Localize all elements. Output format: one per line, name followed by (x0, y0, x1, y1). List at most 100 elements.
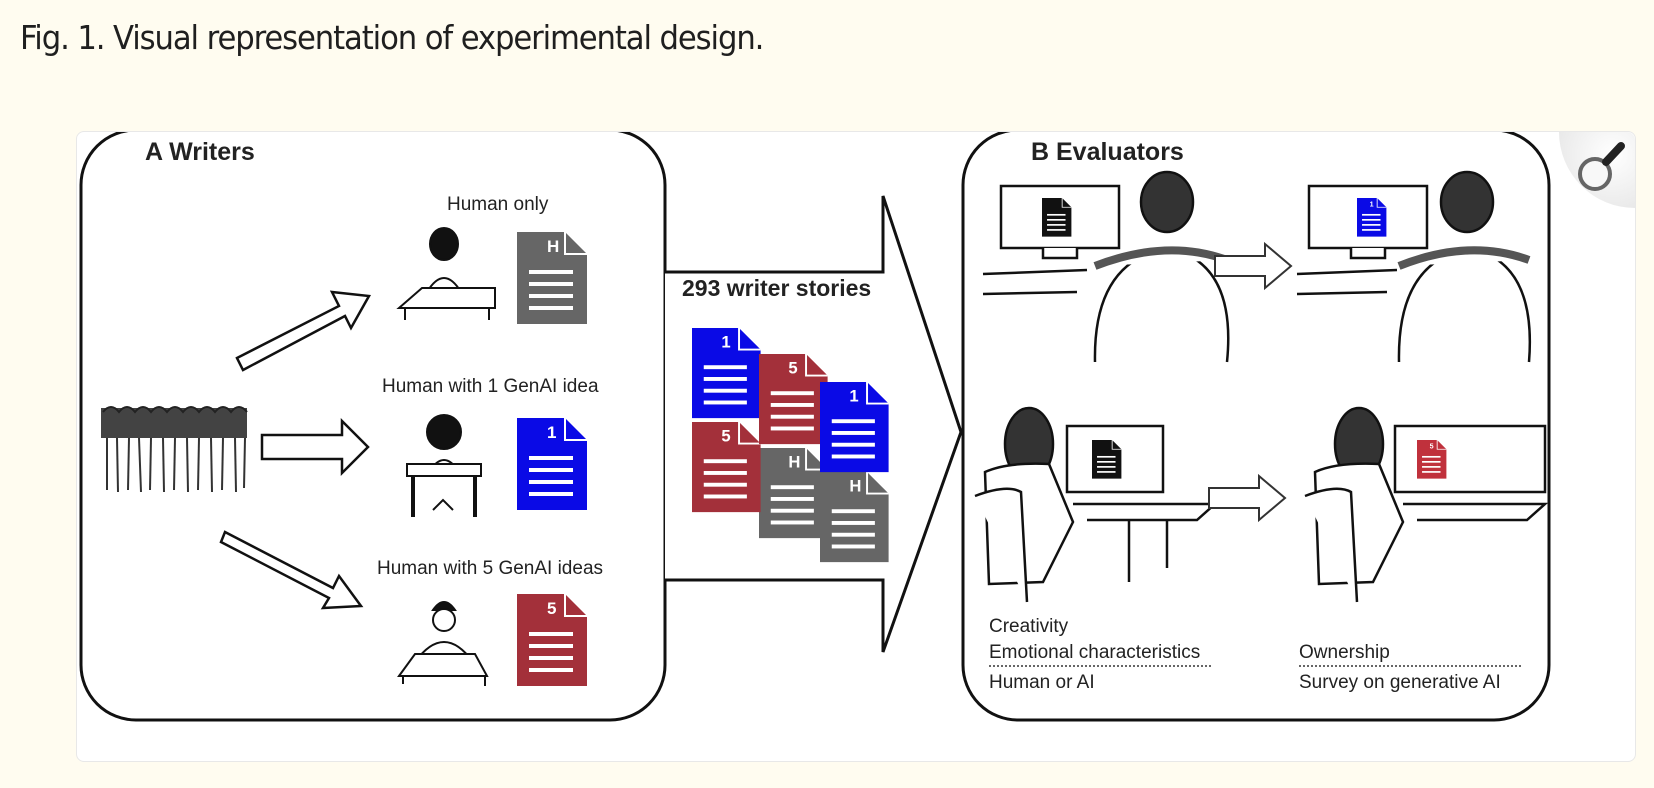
doc-1-fold (564, 418, 587, 441)
doc-0-badge: H (547, 237, 559, 256)
stack-doc-0-body (692, 328, 761, 419)
stack-doc-3-badge: 5 (721, 427, 730, 446)
doc-1-badge: 1 (547, 423, 556, 442)
measure-creativity: Creativity (989, 616, 1069, 637)
arrow-to-1-idea (260, 417, 370, 477)
evaluator-top-right (1296, 170, 1532, 363)
stack-doc-5-line (831, 521, 875, 525)
screenB2-line (1097, 461, 1116, 463)
stack-doc-3-line (703, 482, 747, 487)
stack-doc-0-line (703, 365, 747, 370)
doc-1-line (529, 468, 573, 472)
stack-doc-2-line (831, 442, 875, 447)
stack-doc-4-line (770, 485, 814, 490)
stack-doc: 1 (820, 382, 889, 473)
stack-doc-0-line (703, 377, 747, 381)
screenB1-body (1357, 198, 1387, 237)
screenB3-badge: 5 (1430, 442, 1434, 450)
stack-doc-3-line (703, 471, 747, 475)
doc-1-genai-idea: 1 (517, 418, 587, 510)
doc-1-line (529, 480, 573, 484)
writer-figure-5-ideas (397, 601, 489, 686)
screenB2-body (1092, 440, 1122, 479)
screenB3-line (1422, 461, 1441, 463)
doc-2-line (529, 668, 573, 672)
crowd-illustration (99, 402, 249, 493)
stack-doc-4-body (759, 448, 828, 539)
screenB1-line (1362, 224, 1381, 226)
stack-doc-4-badge: H (788, 453, 800, 472)
stack-doc: 5 (759, 354, 828, 445)
stack-doc: H (759, 448, 828, 539)
doc-0-line (529, 306, 573, 310)
stack-doc-5-badge: H (849, 477, 861, 496)
stories-count-label: 293 writer stories (682, 275, 872, 301)
screenB0-body (1042, 198, 1072, 237)
stack-doc-3-fold (738, 422, 761, 445)
screenB0-line (1047, 224, 1066, 226)
measure-emotional: Emotional characteristics (989, 642, 1201, 663)
stack-doc-3-line (703, 459, 747, 464)
stack-doc-1-fold (805, 354, 828, 377)
condition-label-1-idea: Human with 1 GenAI idea (382, 376, 599, 397)
screenB3-line (1422, 455, 1441, 458)
screenB1-line (1362, 229, 1381, 231)
arrow-to-human-only (235, 290, 372, 372)
condition-label-5-ideas: Human with 5 GenAI ideas (377, 558, 604, 579)
stack-doc-1-line (770, 391, 814, 396)
screenB1-badge: 1 (1370, 200, 1374, 208)
stack-doc-5-body (820, 472, 889, 563)
screenB1-line (1362, 219, 1381, 221)
stack-doc-0-badge: 1 (721, 333, 730, 352)
writer-figure-1-idea (406, 414, 482, 517)
doc-2-line (529, 632, 573, 636)
stack-doc-1-line (770, 414, 814, 419)
evaluator-screen-doc-black (1042, 198, 1072, 237)
screenB0-line (1047, 219, 1066, 221)
evaluator-screen-doc-5: 5 (1417, 440, 1447, 479)
evaluator-bottom-left (974, 406, 1219, 603)
screenB0-fold (1061, 198, 1072, 208)
zoom-button[interactable] (1559, 132, 1635, 208)
stack-doc-1-body (759, 354, 828, 445)
screenB1-line (1362, 213, 1381, 216)
evaluator-top-left (982, 170, 1230, 363)
stack-doc-2-body (820, 382, 889, 473)
stack-doc-5-line (831, 509, 875, 514)
stack-doc-3-body (692, 422, 761, 513)
stack-doc-2-line (831, 454, 875, 459)
stack-doc-5-fold (866, 472, 889, 495)
stack-doc-4-line (770, 497, 814, 501)
stack-doc-2-badge: 1 (849, 387, 858, 406)
doc-2-fold (564, 594, 587, 617)
stack-doc-4-line (770, 508, 814, 513)
stack-doc-0-fold (738, 328, 761, 351)
stack-doc: H (820, 472, 889, 563)
screenB2-line (1097, 471, 1116, 473)
measure-human-or-ai: Human or AI (989, 672, 1095, 693)
stack-doc-4-line (770, 520, 814, 525)
doc-5-genai-ideas: 5 (517, 594, 587, 686)
stack-doc-5-line (831, 544, 875, 549)
doc-human-only: H (517, 232, 587, 324)
figure-image[interactable]: H 1 5 H H 5 1 5 1 1 (76, 131, 1636, 762)
stack-doc-0-line (703, 400, 747, 405)
screenB3-line (1422, 471, 1441, 473)
experimental-design-diagram: H 1 5 H H 5 1 5 1 1 (79, 132, 1551, 722)
screenB3-body (1417, 440, 1447, 479)
doc-0-line (529, 282, 573, 286)
screenB2-fold (1111, 440, 1122, 450)
stack-doc-3-line (703, 494, 747, 499)
condition-label-human-only: Human only (447, 194, 549, 215)
doc-2-line (529, 656, 573, 660)
stack-doc: 1 (692, 328, 761, 419)
evaluator-bottom-right (1304, 406, 1549, 603)
stack-doc-2-line (831, 419, 875, 424)
doc-0-fold (564, 232, 587, 255)
evaluator-screen-doc-1: 1 (1357, 198, 1387, 237)
magnifier-icon (1578, 142, 1625, 191)
doc-2-line (529, 644, 573, 648)
stack-doc-1-line (770, 426, 814, 431)
screenB2-line (1097, 455, 1116, 458)
doc-0-line (529, 294, 573, 298)
